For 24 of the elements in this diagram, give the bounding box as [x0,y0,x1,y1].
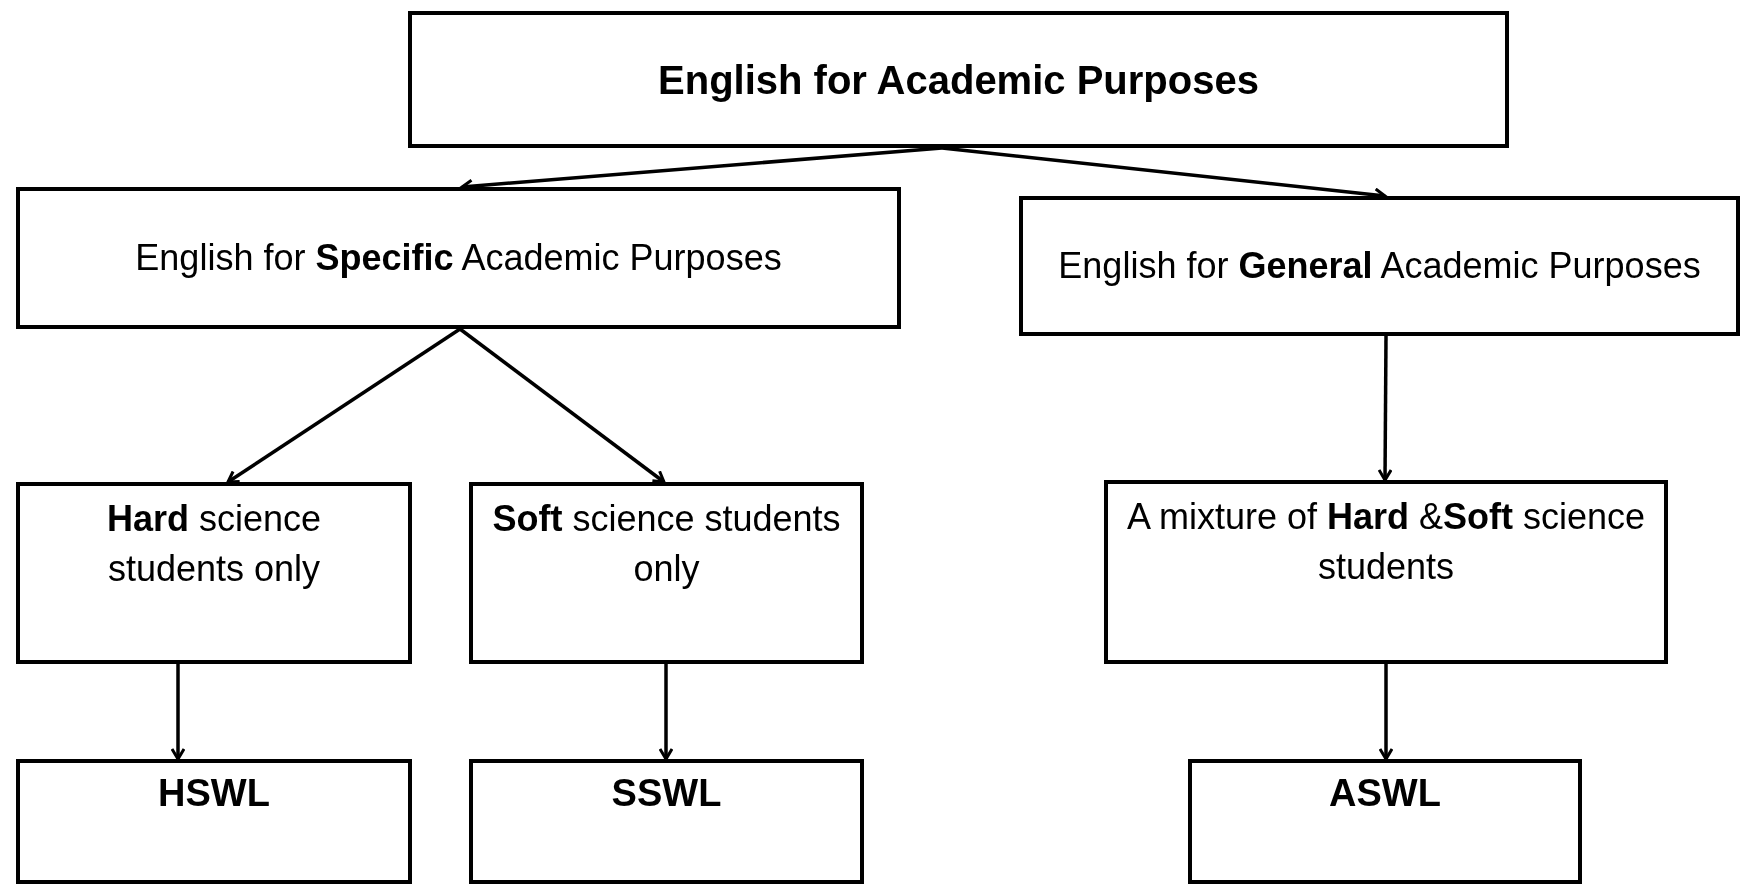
process-box [469,759,864,884]
arrow [658,664,674,761]
process-box [16,759,412,884]
arrow [170,664,186,761]
arrow [226,327,461,484]
process-box [469,482,864,664]
arrow [1377,336,1393,482]
box-text: English for Specific Academic Purposes [135,235,782,280]
box-text: English for Academic Purposes [658,56,1259,104]
process-box [408,11,1509,148]
box-text: A mixture of Hard &Soft science students [1125,495,1647,590]
process-box [1019,196,1740,336]
process-box [1104,480,1668,664]
process-box [1188,759,1582,884]
box-text: Soft science students only [491,497,842,592]
box-text: English for General Academic Purposes [1058,243,1701,288]
arrow [458,327,666,484]
arrow [1378,664,1394,761]
process-box [16,187,901,329]
process-box [16,482,412,664]
box-text: HSWL [158,771,270,816]
box-text: SSWL [611,771,722,816]
box-text: Hard science students only [105,497,323,592]
box-text: ASWL [1329,771,1441,816]
